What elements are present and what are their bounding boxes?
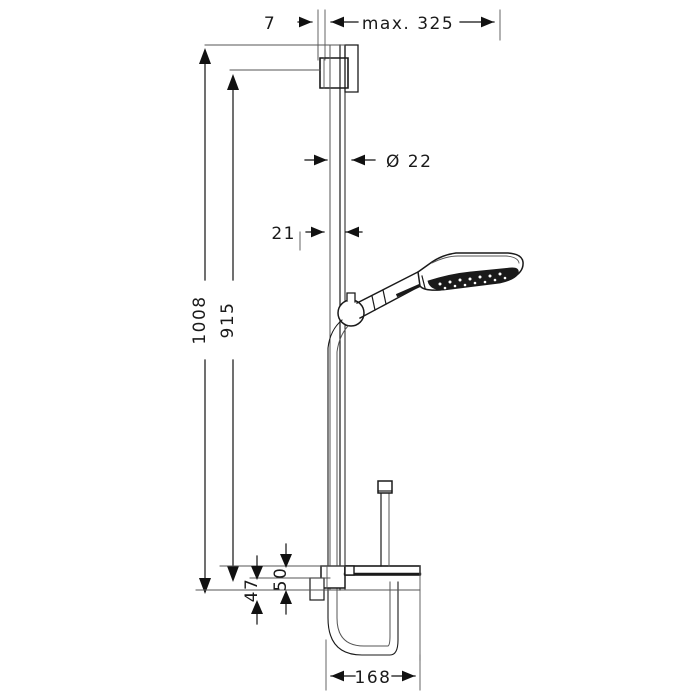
head-collar — [421, 275, 426, 289]
hose-edge-right-upper — [336, 325, 349, 587]
wall-outlet — [343, 480, 422, 661]
spray-nozzles — [438, 272, 507, 290]
bracket-inner-block — [319, 57, 349, 89]
dim-label-bar-diameter: Ø 22 — [386, 152, 432, 172]
dim-label-overall-height: 1008 — [190, 295, 210, 344]
dim-arrow-47-top — [251, 566, 263, 580]
outlet-cap — [377, 480, 393, 494]
head-top-line — [431, 255, 520, 264]
dim-arrow-915-bottom — [227, 566, 239, 582]
hose-edge-left-upper — [327, 319, 343, 587]
handle-upper-edge — [356, 271, 419, 304]
lower-wall-bracket — [309, 565, 346, 601]
handle-ring-2 — [382, 289, 387, 305]
dim-arrow-47-bottom — [251, 600, 263, 614]
handle-ring-1 — [371, 295, 376, 311]
dim-label-bar-height: 915 — [218, 302, 238, 339]
bottom-width-dimension — [325, 639, 421, 691]
offset-dimension-group — [299, 226, 363, 251]
dim-label-wall-offset: 7 — [264, 14, 276, 34]
shower-hose — [327, 319, 399, 656]
dim-label-lower-bracket-a: 47 — [242, 578, 262, 603]
slider-tab — [346, 292, 356, 303]
hose-loop-outer — [327, 581, 399, 656]
hose-loop-inner — [336, 581, 391, 647]
slider-hub — [337, 299, 365, 327]
dim-arrow-915-top — [227, 74, 239, 90]
dim-label-lower-bracket-b: 50 — [271, 567, 291, 592]
handshower — [337, 252, 524, 327]
dim-label-max-reach: max. 325 — [362, 14, 454, 34]
dim-arrow-50-bottom — [280, 590, 292, 604]
dim-arrow-1008-top — [199, 48, 211, 64]
dim-label-bracket-offset: 21 — [271, 224, 296, 244]
height-915-group — [227, 74, 239, 582]
spray-face — [427, 267, 519, 291]
top-wall-bracket — [319, 44, 359, 93]
lower-bracket-block — [320, 565, 346, 589]
outlet-connector — [344, 565, 355, 576]
lower-bracket-foot — [309, 577, 325, 601]
height-1008-group — [199, 48, 211, 594]
dim-arrow-50-top — [280, 554, 292, 568]
bracket-outer-plate — [344, 44, 359, 93]
dim-arrow-1008-bottom — [199, 578, 211, 594]
bottom-small-dimensions — [195, 543, 421, 625]
dim-label-hose-width: 168 — [355, 668, 392, 688]
